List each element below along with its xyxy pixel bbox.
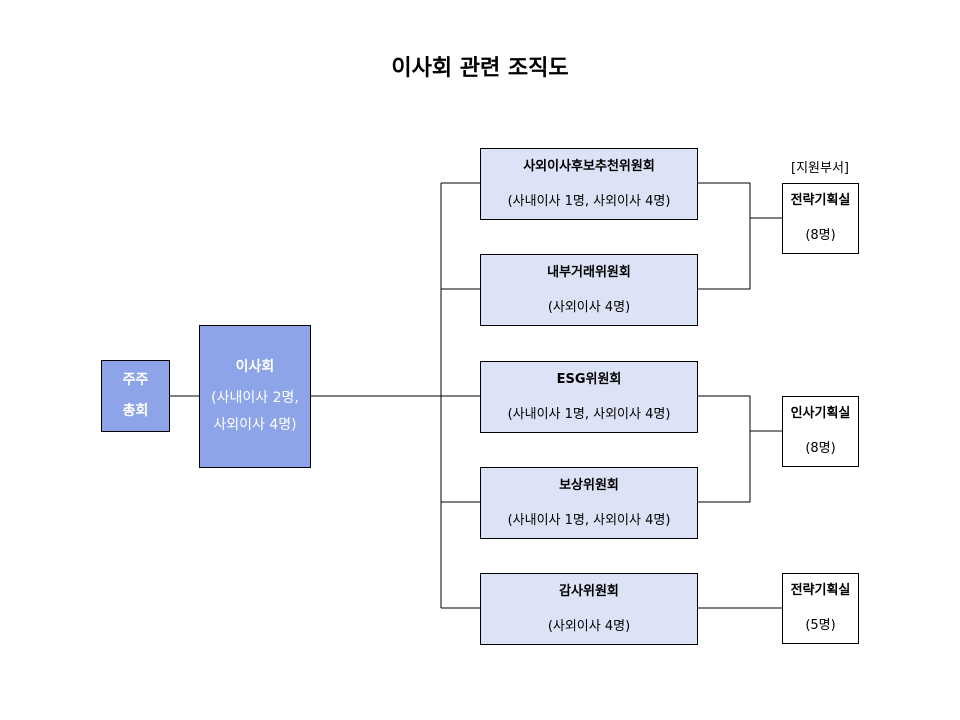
connector-group-1 bbox=[697, 182, 751, 290]
board-box: 이사회 (사내이사 2명, 사외이사 4명) bbox=[199, 325, 311, 468]
support-box-hr: 인사기획실 (8명) bbox=[782, 396, 859, 467]
support-department-label: [지원부서] bbox=[791, 161, 849, 176]
board-detail-2: 사외이사 4명) bbox=[213, 416, 297, 433]
support-count: (8명) bbox=[805, 227, 836, 243]
committee-box-audit: 감사위원회 (사외이사 4명) bbox=[480, 573, 698, 645]
committee-box-internal-trading: 내부거래위원회 (사외이사 4명) bbox=[480, 254, 698, 326]
committee-name: ESG위원회 bbox=[556, 371, 622, 387]
committee-members: (사내이사 1명, 사외이사 4명) bbox=[507, 512, 671, 528]
support-box-strategy-2: 전략기획실 (5명) bbox=[782, 573, 859, 644]
committee-members: (사외이사 4명) bbox=[547, 299, 631, 315]
support-name: 인사기획실 bbox=[790, 406, 851, 422]
committee-name: 감사위원회 bbox=[559, 583, 619, 599]
shareholders-meeting-box: 주주 총회 bbox=[101, 360, 170, 432]
support-box-strategy-1: 전략기획실 (8명) bbox=[782, 183, 859, 254]
support-name: 전략기획실 bbox=[790, 583, 851, 599]
support-count: (5명) bbox=[805, 617, 836, 633]
support-name: 전략기획실 bbox=[790, 193, 851, 209]
shareholders-line1: 주주 bbox=[122, 372, 149, 389]
committee-members: (사내이사 1명, 사외이사 4명) bbox=[507, 406, 671, 422]
chart-title: 이사회 관련 조직도 bbox=[391, 56, 569, 81]
board-name: 이사회 bbox=[235, 359, 275, 376]
committee-name: 내부거래위원회 bbox=[547, 264, 631, 280]
support-count: (8명) bbox=[805, 440, 836, 456]
shareholders-line2: 총회 bbox=[122, 403, 149, 419]
connector-group-2 bbox=[697, 395, 751, 503]
committee-box-nomination: 사외이사후보추천위원회 (사내이사 1명, 사외이사 4명) bbox=[480, 148, 698, 220]
committee-name: 보상위원회 bbox=[559, 477, 619, 493]
committee-box-esg: ESG위원회 (사내이사 1명, 사외이사 4명) bbox=[480, 361, 698, 433]
committee-members: (사내이사 1명, 사외이사 4명) bbox=[507, 193, 671, 209]
committee-name: 사외이사후보추천위원회 bbox=[523, 158, 655, 174]
committee-box-compensation: 보상위원회 (사내이사 1명, 사외이사 4명) bbox=[480, 467, 698, 539]
committee-members: (사외이사 4명) bbox=[547, 618, 631, 634]
board-detail-1: (사내이사 2명, bbox=[211, 390, 299, 407]
